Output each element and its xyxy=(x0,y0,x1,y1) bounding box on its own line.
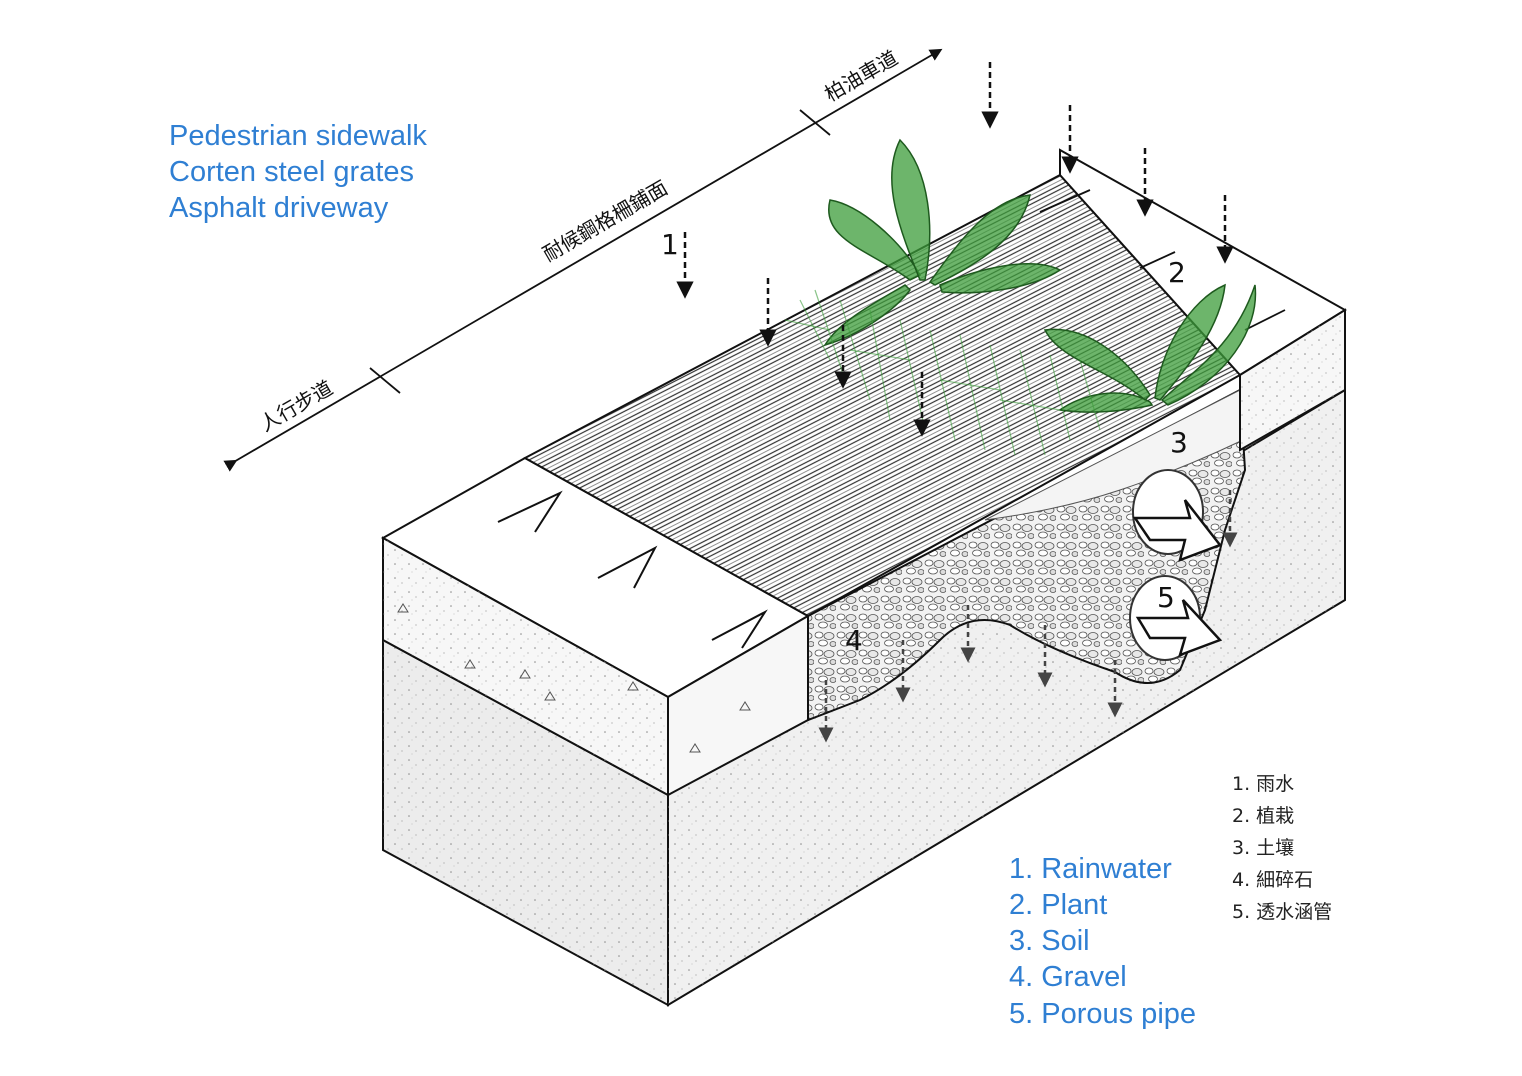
legend-zh-3: 3. 土壤 xyxy=(1232,837,1295,859)
label-corten-steel-grates: Corten steel grates xyxy=(169,156,415,188)
callout-1: 1 xyxy=(661,228,679,261)
legend-en-1: 1. Rainwater xyxy=(1009,853,1172,885)
dim-label-grates: 耐候鋼格柵鋪面 xyxy=(539,176,672,267)
callout-5: 5 xyxy=(1157,581,1175,614)
legend-zh-1: 1. 雨水 xyxy=(1232,773,1295,795)
legend-en-4: 4. Gravel xyxy=(1009,961,1127,993)
sidewalk-texture-marks xyxy=(497,490,768,649)
label-pedestrian-sidewalk: Pedestrian sidewalk xyxy=(169,120,427,152)
legend-en-3: 3. Soil xyxy=(1009,925,1090,957)
flow-arrow-lower xyxy=(1135,599,1223,658)
label-asphalt-driveway: Asphalt driveway xyxy=(169,192,389,224)
flow-arrow-upper xyxy=(1132,499,1223,563)
legend-zh-4: 4. 細碎石 xyxy=(1232,869,1314,891)
dimension-line xyxy=(223,48,943,472)
callout-2: 2 xyxy=(1168,256,1186,289)
legend-en-2: 2. Plant xyxy=(1009,889,1108,921)
infiltration-arrows xyxy=(818,490,1238,743)
callout-4: 4 xyxy=(845,624,863,657)
legend-zh-2: 2. 植栽 xyxy=(1232,805,1295,827)
driveway-texture-marks xyxy=(1039,189,1286,331)
dim-label-sidewalk: 人行步道 xyxy=(256,376,337,437)
legend-zh-5: 5. 透水涵管 xyxy=(1232,901,1333,923)
legend-en-5: 5. Porous pipe xyxy=(1009,998,1197,1030)
callout-3: 3 xyxy=(1170,426,1188,459)
soil-layer xyxy=(984,389,1244,521)
